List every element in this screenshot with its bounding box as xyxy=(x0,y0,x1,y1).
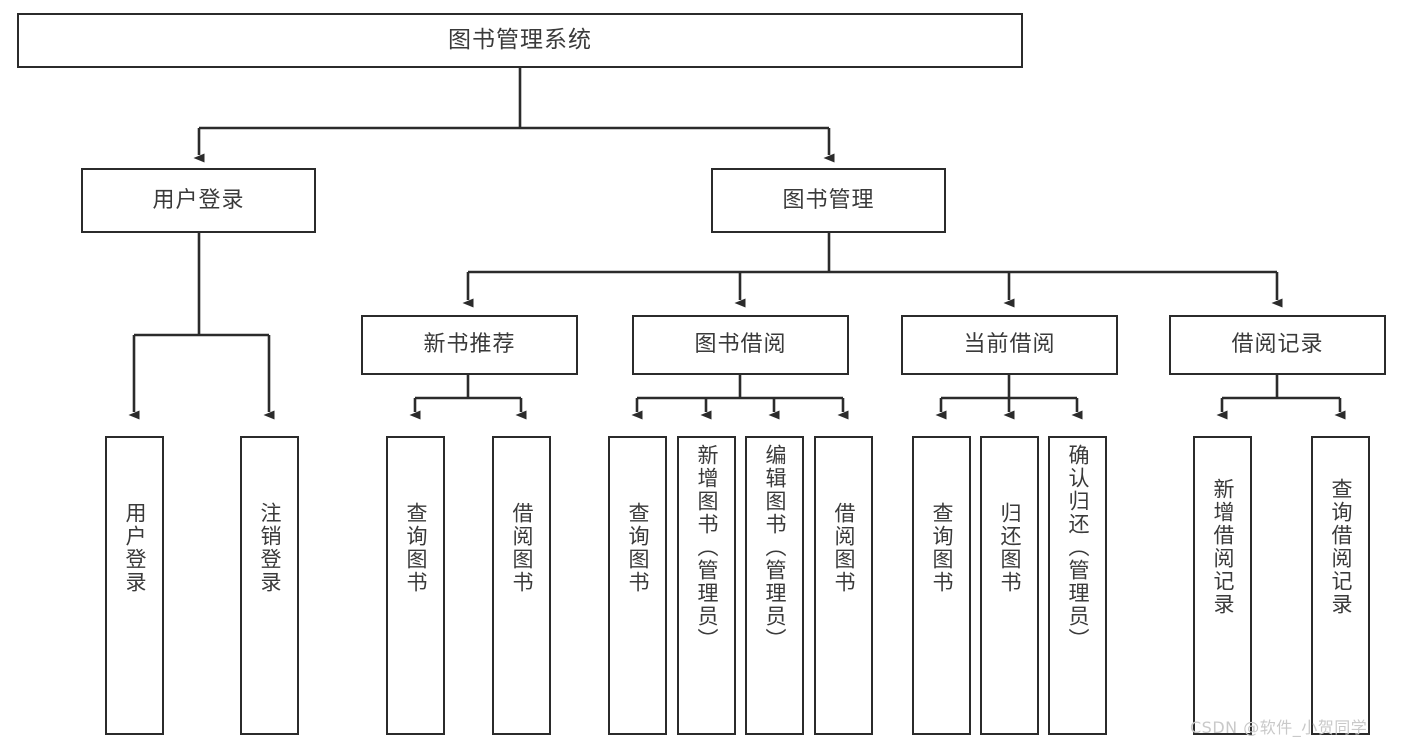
node-label: 图书借阅 xyxy=(694,332,787,358)
leaf-borrow-record-query[interactable]: 查询借阅记录 xyxy=(1311,436,1370,735)
node-label: 借阅记录 xyxy=(1231,332,1324,358)
leaf-current-borrow-return[interactable]: 归还图书 xyxy=(980,436,1039,735)
node-current-borrow[interactable]: 当前借阅 xyxy=(901,315,1118,375)
node-label: 查询图书 xyxy=(404,502,428,594)
leaf-book-borrow-add[interactable]: 新增图书（管理员） xyxy=(677,436,736,735)
node-book-management[interactable]: 图书管理 xyxy=(711,168,946,233)
leaf-user-login-signin[interactable]: 用户登录 xyxy=(105,436,164,735)
node-label: 图书管理系统 xyxy=(448,26,592,53)
node-label: 用户登录 xyxy=(123,502,147,594)
node-borrow-record[interactable]: 借阅记录 xyxy=(1169,315,1386,375)
leaf-user-login-signout[interactable]: 注销登录 xyxy=(240,436,299,735)
node-label: 编辑图书（管理员） xyxy=(763,444,787,651)
node-label: 确认归还（管理员） xyxy=(1066,444,1090,651)
node-label: 注销登录 xyxy=(258,502,282,594)
node-label: 图书管理 xyxy=(782,187,875,213)
leaf-current-borrow-confirm[interactable]: 确认归还（管理员） xyxy=(1048,436,1107,735)
leaf-current-borrow-query[interactable]: 查询图书 xyxy=(912,436,971,735)
leaf-book-borrow-lend[interactable]: 借阅图书 xyxy=(814,436,873,735)
node-label: 归还图书 xyxy=(998,502,1022,594)
leaf-new-book-borrow[interactable]: 借阅图书 xyxy=(492,436,551,735)
node-label: 新增图书（管理员） xyxy=(695,444,719,651)
node-label: 查询借阅记录 xyxy=(1329,478,1353,616)
node-new-book-recommend[interactable]: 新书推荐 xyxy=(361,315,578,375)
leaf-borrow-record-add[interactable]: 新增借阅记录 xyxy=(1193,436,1252,735)
node-label: 新书推荐 xyxy=(423,332,516,358)
leaf-book-borrow-edit[interactable]: 编辑图书（管理员） xyxy=(745,436,804,735)
node-label: 当前借阅 xyxy=(963,332,1056,358)
node-label: 查询图书 xyxy=(626,502,650,594)
node-root-system[interactable]: 图书管理系统 xyxy=(17,13,1023,68)
node-label: 借阅图书 xyxy=(832,502,856,594)
watermark: CSDN @软件_小贺同学 xyxy=(1190,718,1368,737)
node-book-borrow[interactable]: 图书借阅 xyxy=(632,315,849,375)
node-user-login[interactable]: 用户登录 xyxy=(81,168,316,233)
leaf-book-borrow-query[interactable]: 查询图书 xyxy=(608,436,667,735)
node-label: 查询图书 xyxy=(930,502,954,594)
node-label: 借阅图书 xyxy=(510,502,534,594)
leaf-new-book-query[interactable]: 查询图书 xyxy=(386,436,445,735)
node-label: 新增借阅记录 xyxy=(1211,478,1235,616)
node-label: 用户登录 xyxy=(152,187,245,213)
